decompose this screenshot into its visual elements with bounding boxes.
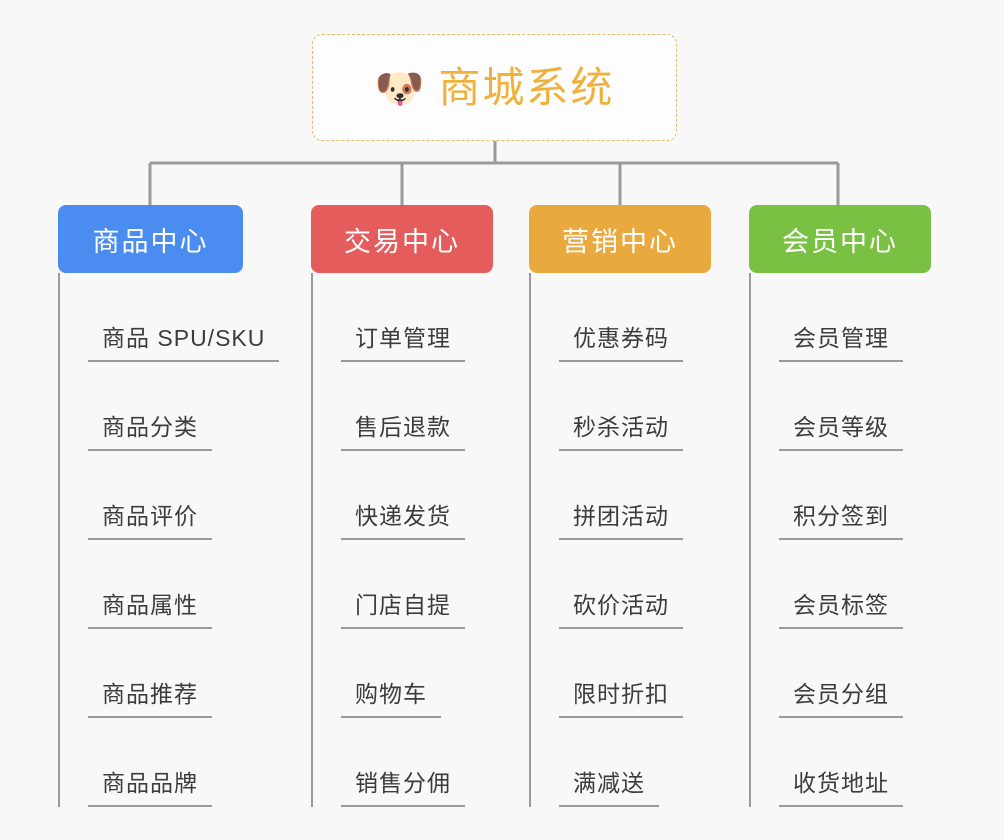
- branch-header-trade-center[interactable]: 交易中心: [311, 205, 493, 273]
- leaf-item[interactable]: 砍价活动: [529, 540, 711, 629]
- leaf-item-label: 商品推荐: [88, 675, 212, 718]
- leaf-item[interactable]: 满减送: [529, 718, 711, 807]
- root-title: 商城系统: [438, 63, 615, 111]
- leaf-item[interactable]: 门店自提: [311, 540, 493, 629]
- leaf-item[interactable]: 商品分类: [58, 362, 243, 451]
- leaf-item-label: 快递发货: [341, 497, 465, 540]
- leaf-item[interactable]: 会员等级: [749, 362, 931, 451]
- leaf-list-trade-center: 订单管理售后退款快递发货门店自提购物车销售分佣: [311, 273, 493, 807]
- branch-header-product-center[interactable]: 商品中心: [58, 205, 243, 273]
- branch-header-label: 会员中心: [782, 226, 898, 257]
- leaf-item-label: 门店自提: [341, 586, 465, 629]
- leaf-item-label: 积分签到: [779, 497, 903, 540]
- leaf-item-label: 会员管理: [779, 319, 903, 362]
- leaf-item[interactable]: 会员分组: [749, 629, 931, 718]
- leaf-item[interactable]: 会员管理: [749, 273, 931, 362]
- branch-header-label: 交易中心: [344, 226, 460, 257]
- leaf-item-label: 砍价活动: [559, 586, 683, 629]
- leaf-item[interactable]: 商品 SPU/SKU: [58, 273, 280, 362]
- leaf-item-label: 售后退款: [341, 408, 465, 451]
- leaf-item-label: 拼团活动: [559, 497, 683, 540]
- leaf-item[interactable]: 积分签到: [749, 451, 931, 540]
- leaf-item-label: 限时折扣: [559, 675, 683, 718]
- leaf-item[interactable]: 购物车: [311, 629, 493, 718]
- leaf-item-label: 商品分类: [88, 408, 212, 451]
- leaf-item-label: 商品属性: [88, 586, 212, 629]
- leaf-item-label: 商品品牌: [88, 764, 212, 807]
- branch-header-marketing-center[interactable]: 营销中心: [529, 205, 711, 273]
- branch-marketing-center: 营销中心优惠券码秒杀活动拼团活动砍价活动限时折扣满减送: [529, 205, 711, 807]
- branch-product-center: 商品中心商品 SPU/SKU 商品分类商品评价商品属性商品推荐商品品牌: [58, 205, 280, 807]
- leaf-item[interactable]: 商品推荐: [58, 629, 243, 718]
- shiba-dog-face-icon: 🐶: [374, 66, 425, 111]
- root-node[interactable]: 🐶 商城系统: [312, 34, 677, 141]
- leaf-item[interactable]: 商品品牌: [58, 718, 243, 807]
- leaf-item-label: 会员标签: [779, 586, 903, 629]
- leaf-item[interactable]: 商品评价: [58, 451, 243, 540]
- leaf-item[interactable]: 售后退款: [311, 362, 493, 451]
- leaf-item[interactable]: 商品属性: [58, 540, 243, 629]
- leaf-item-label: 满减送: [559, 764, 659, 807]
- leaf-item-label: 商品评价: [88, 497, 212, 540]
- branch-trade-center: 交易中心订单管理售后退款快递发货门店自提购物车销售分佣: [311, 205, 493, 807]
- leaf-item-label: 销售分佣: [341, 764, 465, 807]
- leaf-list-member-center: 会员管理会员等级积分签到会员标签会员分组收货地址: [749, 273, 931, 807]
- leaf-item-label: 优惠券码: [559, 319, 683, 362]
- leaf-item[interactable]: 限时折扣: [529, 629, 711, 718]
- leaf-item-label: 商品 SPU/SKU: [88, 319, 280, 362]
- leaf-item[interactable]: 快递发货: [311, 451, 493, 540]
- leaf-item[interactable]: 会员标签: [749, 540, 931, 629]
- leaf-item-label: 会员等级: [779, 408, 903, 451]
- leaf-item[interactable]: 优惠券码: [529, 273, 711, 362]
- branch-header-label: 营销中心: [562, 226, 678, 257]
- leaf-item-label: 订单管理: [341, 319, 465, 362]
- leaf-item[interactable]: 订单管理: [311, 273, 493, 362]
- leaf-list-product-center: 商品 SPU/SKU 商品分类商品评价商品属性商品推荐商品品牌: [58, 273, 280, 807]
- leaf-item[interactable]: 销售分佣: [311, 718, 493, 807]
- leaf-item-label: 收货地址: [779, 764, 903, 807]
- branch-header-member-center[interactable]: 会员中心: [749, 205, 931, 273]
- leaf-item-label: 购物车: [341, 675, 441, 718]
- leaf-item-label: 会员分组: [779, 675, 903, 718]
- branch-member-center: 会员中心会员管理会员等级积分签到会员标签会员分组收货地址: [749, 205, 931, 807]
- leaf-list-marketing-center: 优惠券码秒杀活动拼团活动砍价活动限时折扣满减送: [529, 273, 711, 807]
- leaf-item[interactable]: 收货地址: [749, 718, 931, 807]
- leaf-item[interactable]: 秒杀活动: [529, 362, 711, 451]
- branch-header-label: 商品中心: [92, 226, 209, 257]
- leaf-item[interactable]: 拼团活动: [529, 451, 711, 540]
- leaf-item-label: 秒杀活动: [559, 408, 683, 451]
